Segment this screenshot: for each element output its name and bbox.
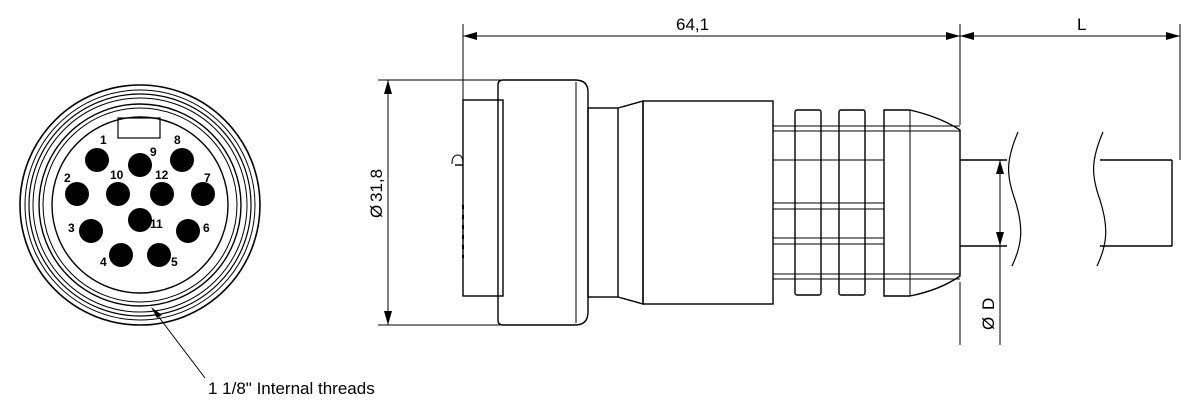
thread-callout: 1 1/8" Internal threads: [151, 307, 375, 398]
overall-length-dimension: 64,1: [676, 15, 709, 34]
pin-contacts: [65, 148, 215, 267]
cable-length-dimension: L: [1077, 15, 1086, 34]
diameter-symbol-cable: Ø: [979, 317, 998, 330]
pin-label-3: 3: [68, 221, 75, 235]
pin-label-8: 8: [174, 133, 181, 147]
pin-4: [109, 243, 133, 267]
pin-label-6: 6: [203, 221, 210, 235]
dimension-arrows: [384, 32, 1180, 325]
pin-6: [176, 219, 200, 243]
pin-3: [79, 219, 103, 243]
pin-label-10: 10: [110, 168, 124, 182]
pin-label-4: 4: [100, 255, 107, 269]
pin-7: [191, 182, 215, 206]
pin-9: [128, 153, 152, 177]
pin-2: [65, 182, 89, 206]
pin-5: [147, 243, 171, 267]
pin-label-7: 7: [204, 171, 211, 185]
body-diameter-dimension: 31,8: [367, 169, 386, 202]
pin-12: [150, 182, 174, 206]
diameter-symbol-body: Ø: [367, 205, 386, 218]
pin-label-5: 5: [171, 255, 178, 269]
thread-note: 1 1/8" Internal threads: [208, 379, 375, 398]
connector-side-view: [451, 79, 1173, 326]
pin-label-2: 2: [64, 171, 71, 185]
pin-11: [128, 208, 152, 232]
pin-labels: 1 9 8 2 10 12 7 11 3 6 4 5: [64, 133, 211, 269]
connector-face-view: [19, 84, 261, 326]
pin-label-12: 12: [155, 168, 169, 182]
pin-8: [170, 148, 194, 172]
keyway-slot: [117, 117, 161, 139]
pin-10: [106, 182, 130, 206]
dimension-texts: 64,1 L Ø 31,8 Ø D: [367, 15, 1086, 330]
pin-1: [85, 148, 109, 172]
pin-label-1: 1: [100, 133, 107, 147]
cable-diameter-dimension: D: [979, 298, 998, 310]
pin-label-9: 9: [150, 145, 157, 159]
dimension-lines: [378, 24, 1181, 345]
pin-label-11: 11: [150, 217, 163, 231]
